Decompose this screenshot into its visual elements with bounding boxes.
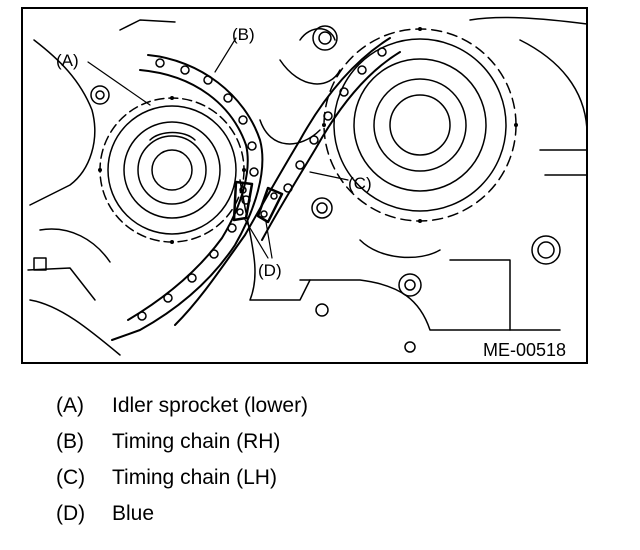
- timing-chain-diagram: (A) (B) (C) (D) ME-00518: [21, 7, 588, 364]
- legend-item-a: (A) Idler sprocket (lower): [56, 388, 308, 424]
- bolt-holes: [90, 25, 561, 353]
- legend-text: Blue: [112, 502, 155, 525]
- legend-key: (C): [56, 466, 86, 489]
- legend-key: (A): [56, 394, 84, 417]
- callout-a: (A): [56, 51, 79, 70]
- legend-text: Timing chain (LH): [112, 466, 277, 489]
- timing-chain-lh-links: [283, 47, 387, 193]
- callout-c: (C): [348, 174, 372, 193]
- timing-chain-lh: [174, 37, 401, 326]
- legend-text: Timing chain (RH): [112, 430, 281, 453]
- figure-code: ME-00518: [483, 340, 566, 360]
- callout-d: (D): [258, 261, 282, 280]
- callout-b: (B): [232, 25, 255, 44]
- sprocket-teeth: [98, 27, 518, 244]
- blue-marked-links: [232, 180, 284, 224]
- legend-item-d: (D) Blue: [56, 496, 308, 532]
- legend-text: Idler sprocket (lower): [112, 394, 309, 417]
- figure-code-box: [476, 336, 584, 360]
- figure-frame: [21, 7, 588, 364]
- legend-item-b: (B) Timing chain (RH): [56, 424, 308, 460]
- leader-lines: [87, 37, 349, 259]
- legend-key: (D): [56, 502, 86, 525]
- timing-chain-rh-links: [137, 58, 259, 321]
- legend-list: (A) Idler sprocket (lower) (B) Timing chai…: [56, 388, 308, 532]
- legend-key: (B): [56, 430, 84, 453]
- legend-item-c: (C) Timing chain (LH): [56, 460, 308, 496]
